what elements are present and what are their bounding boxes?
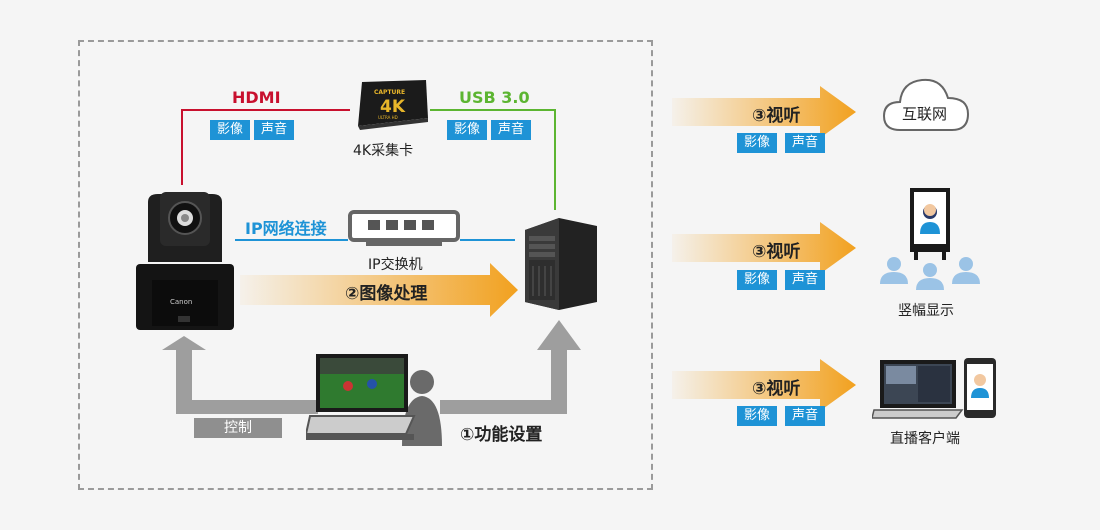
view-label-1: ③视听 <box>752 106 801 126</box>
control-label: 控制 <box>194 418 282 438</box>
view-1-audio-tag: 声音 <box>785 133 825 153</box>
output-label-internet: 互联网 <box>902 105 948 123</box>
usb-audio-tag: 声音 <box>491 120 531 140</box>
view-arrow-2 <box>672 222 856 274</box>
view-3-audio-tag: 声音 <box>785 406 825 426</box>
ptz-camera-icon: Canon <box>132 192 238 332</box>
cloud-icon <box>880 72 972 136</box>
ip-switch-icon <box>348 208 460 248</box>
svg-text:ULTRA HD: ULTRA HD <box>378 115 398 120</box>
laptop-operator-icon <box>304 354 444 446</box>
control-arrow-left <box>162 336 318 414</box>
capture-card-icon: CAPTURE 4K ULTRA HD <box>352 78 430 130</box>
function-setup-label: ①功能设置 <box>460 425 543 445</box>
svg-text:4K: 4K <box>380 97 406 117</box>
hdmi-line <box>181 109 350 185</box>
usb-line <box>430 109 556 210</box>
view-arrow-1 <box>672 86 856 138</box>
camera-brand-text: Canon <box>170 298 192 306</box>
view-2-video-tag: 影像 <box>737 270 777 290</box>
svg-text:CAPTURE: CAPTURE <box>374 89 405 96</box>
hdmi-audio-tag: 声音 <box>254 120 294 140</box>
laptop-phone-icon <box>871 356 998 422</box>
usb-video-tag: 影像 <box>447 120 487 140</box>
image-processing-arrow <box>240 263 518 317</box>
hdmi-video-tag: 影像 <box>210 120 250 140</box>
ip-network-label: IP网络连接 <box>245 219 327 238</box>
hdmi-label: HDMI <box>232 88 281 107</box>
view-arrow-3 <box>672 359 856 411</box>
ip-switch-label: IP交换机 <box>368 257 423 273</box>
image-processing-label: ②图像处理 <box>345 284 428 304</box>
server-icon <box>519 218 599 310</box>
usb-label: USB 3.0 <box>459 88 530 107</box>
view-1-video-tag: 影像 <box>737 133 777 153</box>
view-label-2: ③视听 <box>752 242 801 262</box>
system-boundary <box>78 40 653 490</box>
view-3-video-tag: 影像 <box>737 406 777 426</box>
output-label-vertical-display: 竖幅显示 <box>898 303 954 319</box>
view-2-audio-tag: 声音 <box>785 270 825 290</box>
view-label-3: ③视听 <box>752 379 801 399</box>
control-arrow-right <box>440 320 581 414</box>
vertical-display-icon <box>872 186 984 296</box>
capture-card-label: 4K采集卡 <box>353 143 414 159</box>
output-label-live-client: 直播客户端 <box>890 431 960 447</box>
